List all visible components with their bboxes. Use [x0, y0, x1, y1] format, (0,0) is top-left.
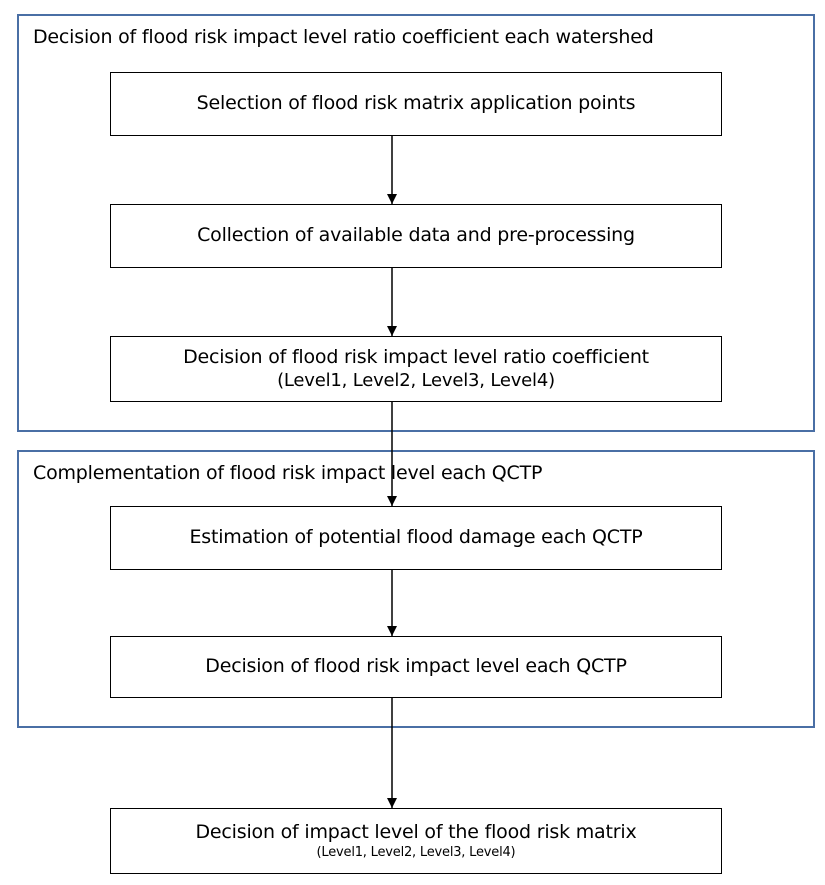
step-decide-ratio-coefficient: Decision of flood risk impact level rati…: [110, 336, 722, 402]
step-label: Collection of available data and pre-pro…: [197, 224, 635, 247]
step-levels: (Level1, Level2, Level3, Level4): [277, 369, 555, 391]
step-label: Estimation of potential flood damage eac…: [189, 526, 643, 549]
step-collect-data: Collection of available data and pre-pro…: [110, 204, 722, 268]
step-label: Decision of flood risk impact level each…: [205, 655, 627, 678]
step-levels: (Level1, Level2, Level3, Level4): [316, 844, 516, 860]
watershed-group-title: Decision of flood risk impact level rati…: [33, 26, 654, 48]
qctp-group-title: Complementation of flood risk impact lev…: [33, 462, 543, 484]
step-label: Selection of flood risk matrix applicati…: [196, 92, 636, 115]
step-select-application-points: Selection of flood risk matrix applicati…: [110, 72, 722, 136]
qctp-group: Complementation of flood risk impact lev…: [17, 450, 815, 728]
step-decide-impact-level-qctp: Decision of flood risk impact level each…: [110, 636, 722, 698]
step-label: Decision of impact level of the flood ri…: [195, 821, 637, 843]
step-estimate-flood-damage: Estimation of potential flood damage eac…: [110, 506, 722, 570]
step-label: Decision of flood risk impact level rati…: [183, 345, 649, 368]
step-decide-matrix-impact-level: Decision of impact level of the flood ri…: [110, 808, 722, 874]
watershed-group: Decision of flood risk impact level rati…: [17, 14, 815, 432]
